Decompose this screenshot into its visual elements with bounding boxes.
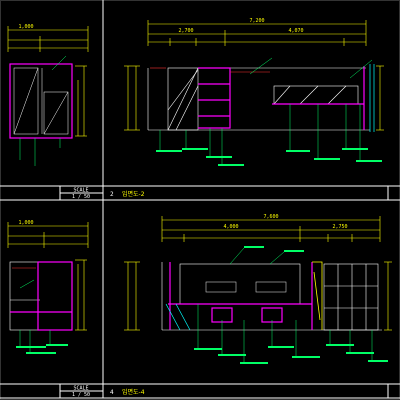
bottom-scale-value: 1 / 50 <box>72 392 90 398</box>
bottom-left-elevation: 1,000 <box>7 220 89 354</box>
top-scale-label: SCALE <box>73 188 88 194</box>
tr-overall-dim: 7,200 <box>249 18 264 24</box>
tl-dim-label: 1,000 <box>18 24 33 30</box>
br-overall-dim: 7,600 <box>263 214 278 220</box>
top-title-bar: SCALE 1 / 50 2 입면도-2 <box>72 188 145 201</box>
tr-dim-b: 4,070 <box>288 28 303 34</box>
top-right-elevation: 7,200 2,700 4,070 <box>124 18 384 166</box>
bottom-scale-label: SCALE <box>73 386 88 392</box>
top-scale-value: 1 / 50 <box>72 194 90 200</box>
br-dim-a: 4,000 <box>223 224 238 230</box>
tr-dim-a: 2,700 <box>178 28 193 34</box>
bottom-drawing-title: 입면도-4 <box>122 388 145 396</box>
bottom-drawing-number: 4 <box>110 389 114 396</box>
top-left-elevation: 1,000 <box>7 24 89 166</box>
top-drawing-number: 2 <box>110 191 114 198</box>
bl-dim-label: 1,000 <box>18 220 33 226</box>
br-dim-b: 2,750 <box>332 224 347 230</box>
bottom-title-bar: SCALE 1 / 50 4 입면도-4 <box>72 386 145 399</box>
top-drawing-title: 입면도-2 <box>122 190 145 198</box>
bottom-right-elevation: 7,600 4,000 2,750 <box>124 214 392 364</box>
